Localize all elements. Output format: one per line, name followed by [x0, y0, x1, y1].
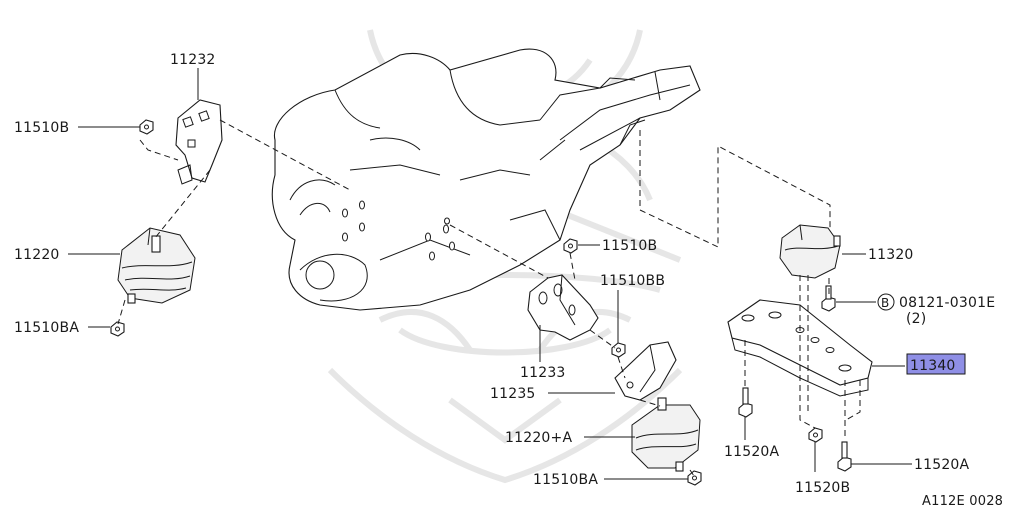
transmission-mount-11320: [779, 224, 841, 279]
part-labels: 11232 11510B 11220 11510BA 11510B 11510B…: [14, 52, 1003, 509]
nut-11520B: [808, 427, 823, 443]
label-11340[interactable]: 11340: [910, 358, 956, 374]
engine-bracket-11233: [527, 274, 599, 341]
nut-11510BB: [611, 342, 626, 358]
label-11510B-left: 11510B: [14, 120, 69, 136]
label-11233: 11233: [520, 365, 566, 381]
bolt-11520A-left: [738, 387, 753, 418]
bolt-11520A-right: [837, 441, 852, 472]
bracket-11235: [614, 341, 677, 401]
label-11520A-right: 11520A: [914, 457, 970, 473]
leader-lines: [68, 68, 912, 480]
label-11520B: 11520B: [795, 480, 850, 496]
nut-11510BA-left: [110, 321, 125, 337]
bolt-callout-letter: B: [881, 296, 889, 310]
figure-code: A112E 0028: [922, 494, 1003, 509]
label-11340-highlight: [906, 353, 966, 375]
label-11510B-mid: 11510B: [602, 238, 657, 254]
bolt-callout-circle: [877, 293, 895, 311]
label-11220: 11220: [14, 247, 60, 263]
engine-mount-11220A: [631, 397, 701, 472]
label-11510BB: 11510BB: [600, 273, 665, 289]
label-11320: 11320: [868, 247, 914, 263]
label-11520A-left: 11520A: [724, 444, 780, 460]
nut-11510B-left: [139, 119, 154, 135]
label-11235: 11235: [490, 386, 536, 402]
engine-mount-11220: [117, 227, 196, 304]
label-11510BA-left: 11510BA: [14, 320, 79, 336]
label-11510BA-bottom: 11510BA: [533, 472, 598, 488]
label-08121-0301E: 08121-0301E: [899, 295, 995, 311]
nut-11510BA-bottom: [687, 470, 702, 486]
nut-11510B-mid: [563, 238, 578, 254]
engine-transmission-assembly: [271, 48, 701, 311]
label-11232: 11232: [170, 52, 216, 68]
label-bolt-quantity: (2): [906, 311, 926, 327]
engine-bracket-11232: [175, 99, 223, 185]
label-11220A: 11220+A: [505, 430, 572, 446]
assembly-dashed-lines: [117, 119, 861, 477]
